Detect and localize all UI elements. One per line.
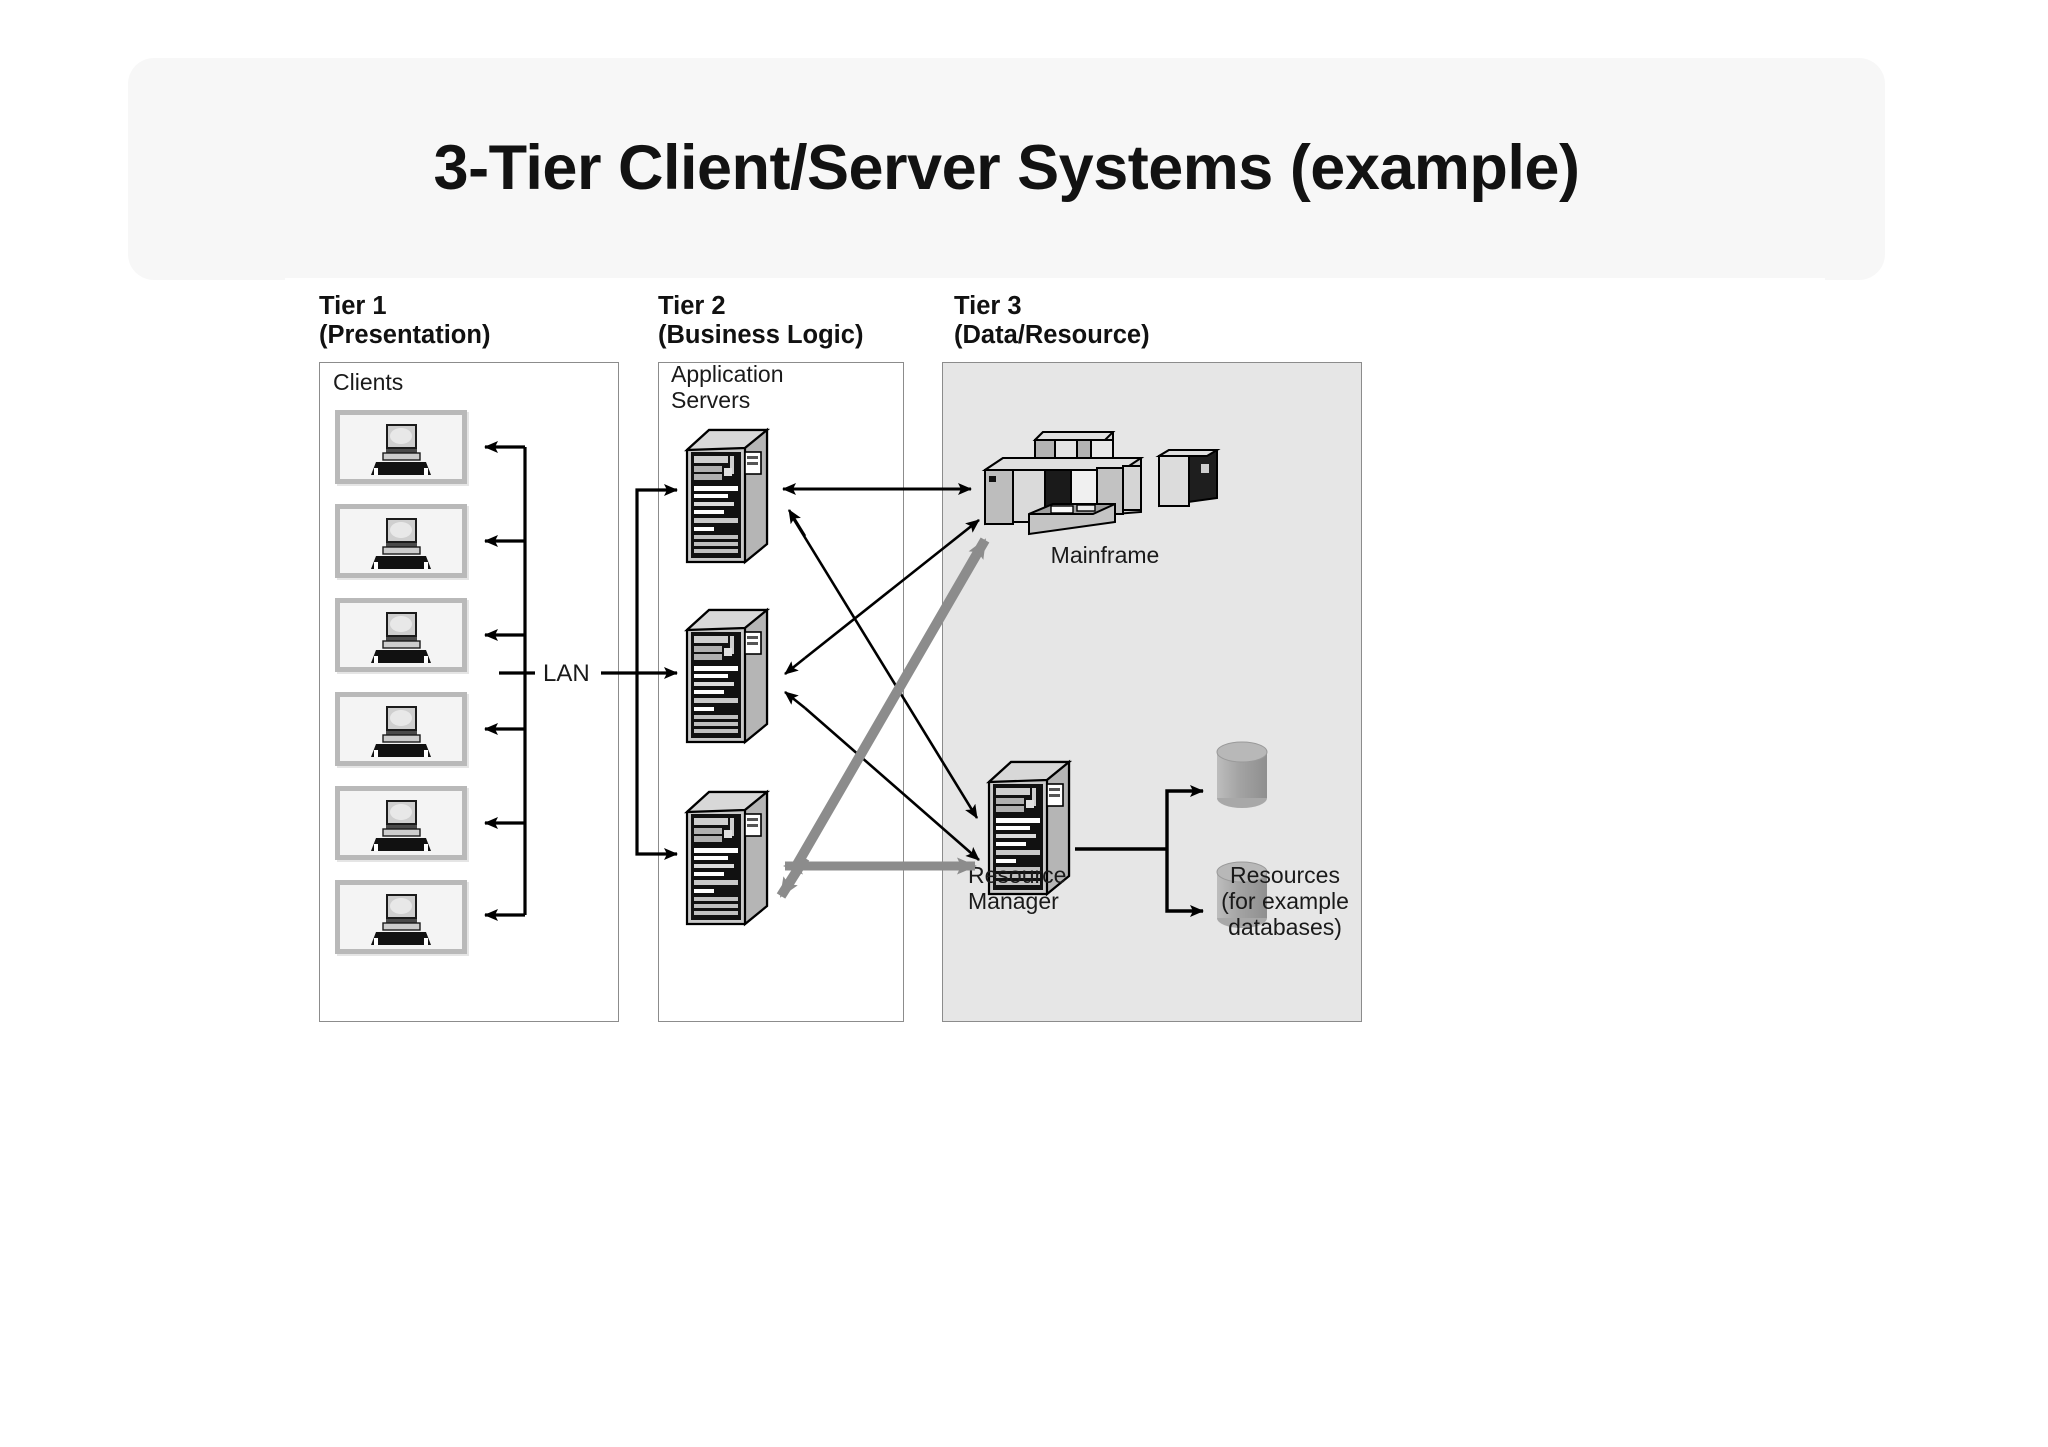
server-rack-icon bbox=[684, 427, 771, 565]
server-rack-icon bbox=[986, 759, 1073, 897]
resource-manager-node[interactable] bbox=[985, 758, 1073, 898]
database-cylinder-icon bbox=[1216, 741, 1268, 808]
client-node[interactable] bbox=[335, 410, 467, 484]
application-servers-group-label: Application Servers bbox=[671, 361, 784, 413]
lan-label: LAN bbox=[543, 660, 590, 687]
slide-card: 3-Tier Client/Server Systems (example) bbox=[128, 58, 1885, 280]
client-node[interactable] bbox=[335, 786, 467, 860]
resources-label: Resources (for example databases) bbox=[1221, 862, 1349, 941]
page-title: 3-Tier Client/Server Systems (example) bbox=[433, 133, 1580, 203]
resource-manager-label: Resource Manager bbox=[968, 862, 1067, 915]
application-server-node[interactable] bbox=[683, 788, 771, 928]
desktop-computer-icon bbox=[371, 706, 431, 757]
desktop-computer-icon bbox=[371, 800, 431, 851]
tier-2-heading: Tier 2 (Business Logic) bbox=[658, 292, 864, 349]
server-rack-icon bbox=[684, 607, 771, 745]
clients-group-label: Clients bbox=[333, 369, 404, 395]
tier-3-heading: Tier 3 (Data/Resource) bbox=[954, 292, 1150, 349]
mainframe-node[interactable] bbox=[973, 426, 1235, 546]
mainframe-label: Mainframe bbox=[1050, 542, 1160, 568]
desktop-computer-icon bbox=[371, 518, 431, 569]
client-node[interactable] bbox=[335, 692, 467, 766]
desktop-computer-icon bbox=[371, 894, 431, 945]
application-server-node[interactable] bbox=[683, 426, 771, 566]
desktop-computer-icon bbox=[371, 424, 431, 475]
server-rack-icon bbox=[684, 789, 771, 927]
client-node[interactable] bbox=[335, 880, 467, 954]
client-node[interactable] bbox=[335, 504, 467, 578]
mainframe-icon bbox=[981, 431, 1221, 536]
database-node[interactable] bbox=[1213, 860, 1271, 930]
application-server-node[interactable] bbox=[683, 606, 771, 746]
database-node[interactable] bbox=[1213, 740, 1271, 810]
desktop-computer-icon bbox=[371, 612, 431, 663]
tier-1-heading: Tier 1 (Presentation) bbox=[319, 292, 491, 349]
client-node[interactable] bbox=[335, 598, 467, 672]
database-cylinder-icon bbox=[1216, 861, 1268, 928]
architecture-diagram: Tier 1 (Presentation) Tier 2 (Business L… bbox=[285, 278, 1825, 1376]
